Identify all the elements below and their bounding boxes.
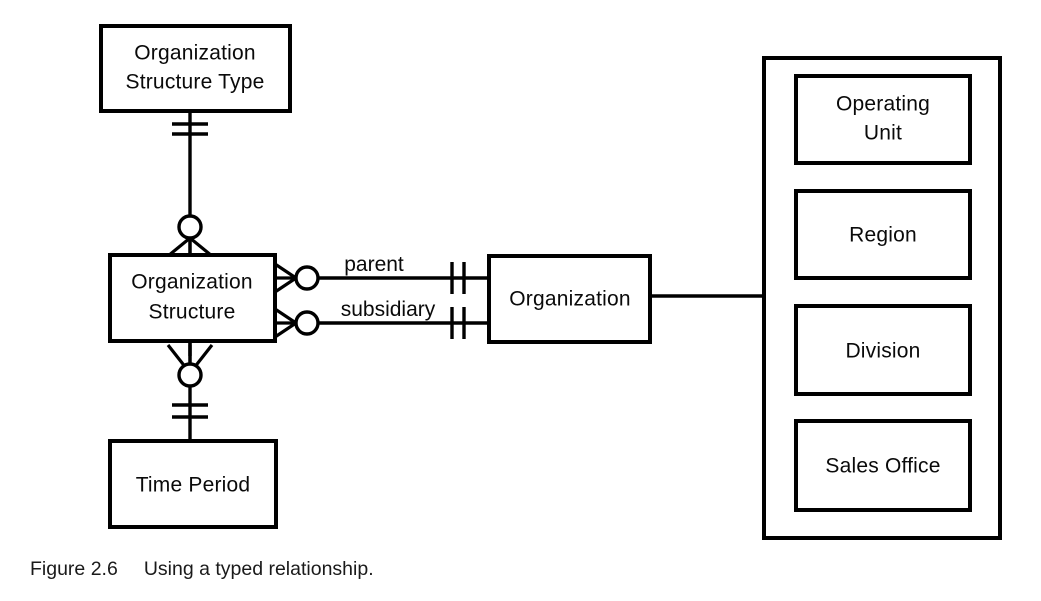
entity-box-organization-structure-type [99, 24, 292, 113]
entity-label-organization-structure-line1: Organization [131, 271, 252, 294]
connector-structure-to-timeperiod [166, 340, 214, 441]
entity-label-time-period: Time Period [136, 474, 251, 497]
figure-caption: Figure 2.6 Using a typed relationship. [30, 558, 374, 581]
entity-organization[interactable]: Organization [487, 254, 652, 344]
optional-circle-top [177, 214, 203, 240]
subtype-panel: Operating Unit Region Division Sales Off… [762, 56, 1002, 540]
subtype-label-division: Division [845, 340, 920, 363]
subtype-label-operating-unit-line2: Unit [864, 122, 902, 145]
optional-circle-bottom [177, 362, 203, 388]
entity-box-organization-structure [108, 253, 277, 343]
entity-label-organization-structure-line2: Structure [149, 301, 236, 324]
subtype-item-operating-unit[interactable]: Operating Unit [794, 74, 972, 165]
entity-organization-structure[interactable]: Organization Structure [108, 253, 277, 343]
entity-time-period[interactable]: Time Period [108, 439, 278, 529]
subtype-box-division [794, 304, 972, 396]
subtype-item-division[interactable]: Division [794, 304, 972, 396]
entity-box-organization [487, 254, 652, 344]
relationship-label-parent: parent [344, 253, 404, 276]
optional-circle-subsidiary [294, 310, 320, 336]
entity-label-organization: Organization [509, 288, 630, 311]
subtype-label-operating-unit-line1: Operating [836, 93, 930, 116]
subtype-item-sales-office[interactable]: Sales Office [794, 419, 972, 512]
subtype-label-region: Region [849, 224, 917, 247]
figure-caption-text: Using a typed relationship. [143, 558, 374, 580]
subtype-box-region [794, 189, 972, 280]
entity-label-organization-structure-type-line2: Structure Type [126, 71, 265, 94]
subtype-box-sales-office [794, 419, 972, 512]
relationship-label-subsidiary: subsidiary [341, 298, 436, 321]
figure-number: Figure 2.6 [30, 558, 118, 580]
subtype-item-region[interactable]: Region [794, 189, 972, 280]
subtype-box-operating-unit [794, 74, 972, 165]
entity-box-time-period [108, 439, 278, 529]
entity-label-organization-structure-type-line1: Organization [134, 42, 255, 65]
optional-circle-parent [294, 265, 320, 291]
entity-organization-structure-type[interactable]: Organization Structure Type [99, 24, 292, 113]
subtype-label-sales-office: Sales Office [825, 455, 940, 478]
